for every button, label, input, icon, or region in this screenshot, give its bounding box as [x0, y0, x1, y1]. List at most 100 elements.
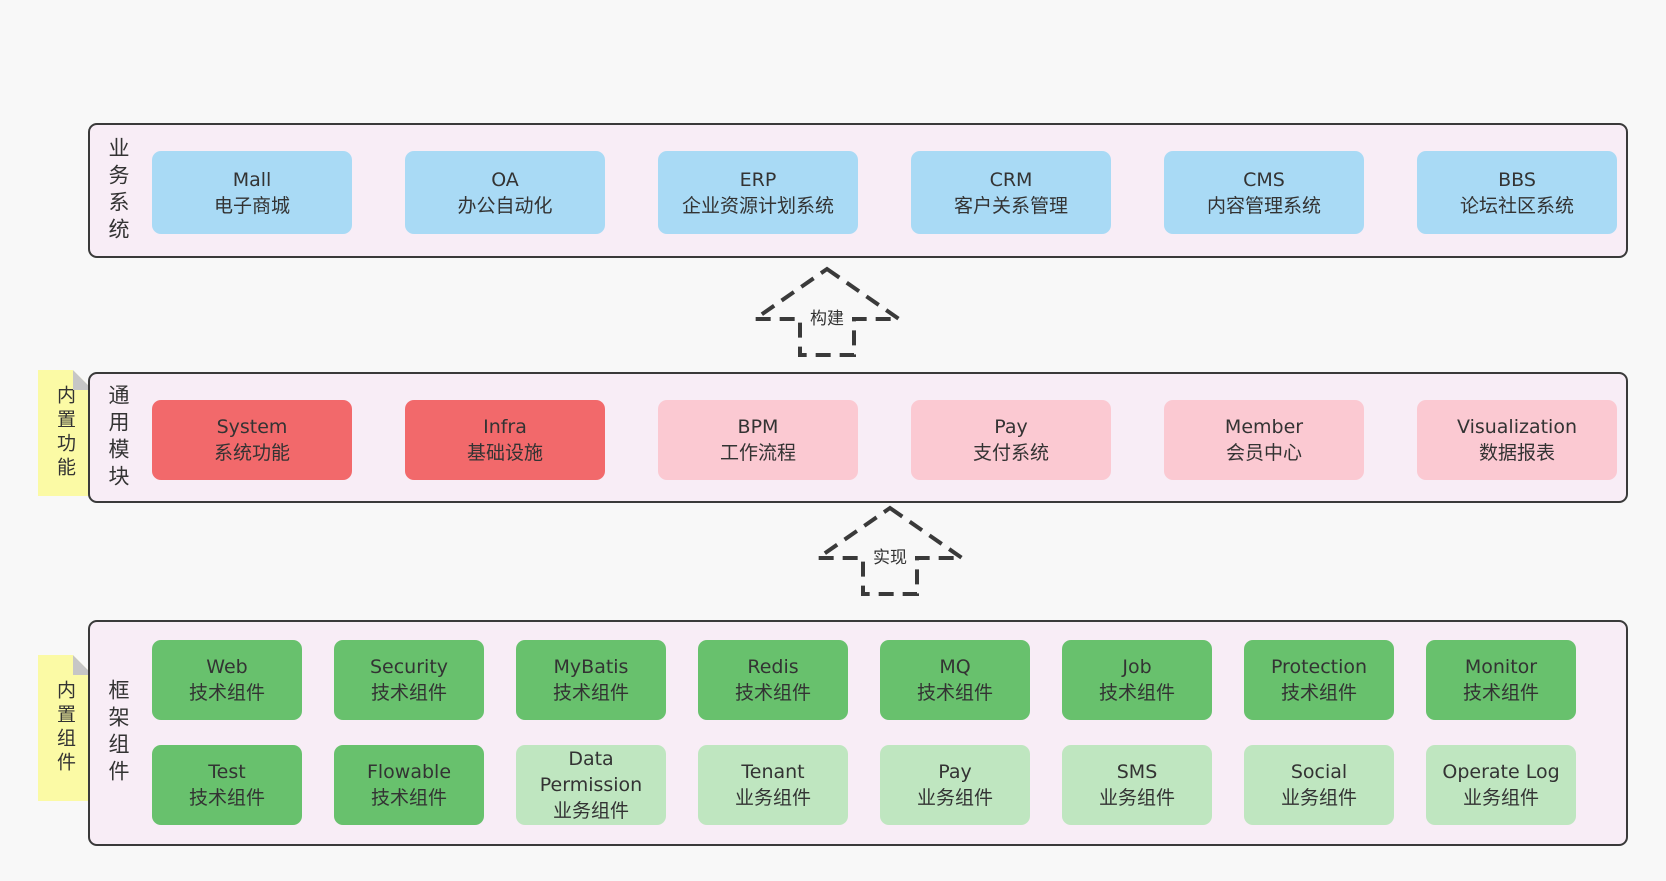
- implement-arrow: 实现: [815, 505, 965, 597]
- box-subtitle: 客户关系管理: [953, 194, 1068, 217]
- box-title: ERP: [739, 168, 777, 191]
- panel-common-modules: 通用模块 System 系统功能 Infra 基础设施 BPM 工作流程 Pay…: [88, 372, 1628, 503]
- box-subtitle: 论坛社区系统: [1459, 194, 1574, 217]
- box-title: Test: [208, 761, 246, 783]
- box-data-permission: Data Permission 业务组件: [516, 745, 666, 825]
- box-subtitle: 技术组件: [916, 682, 993, 704]
- box-subtitle: 业务组件: [1462, 787, 1539, 809]
- dashed-up-arrow-icon: [815, 505, 965, 596]
- box-subtitle: 技术组件: [1462, 682, 1539, 704]
- box-subtitle: 技术组件: [1280, 682, 1357, 704]
- box-subtitle: 支付系统: [972, 442, 1049, 464]
- sticky-note-builtin-features: 内置功能: [38, 370, 93, 496]
- components-box-row-2: Test 技术组件 Flowable 技术组件 Data Permission …: [152, 745, 1576, 825]
- box-bpm: BPM 工作流程: [658, 400, 858, 480]
- box-title: Tenant: [741, 761, 805, 783]
- box-title: MyBatis: [553, 656, 629, 678]
- box-title: Social: [1290, 761, 1348, 783]
- box-title: Operate Log: [1442, 761, 1560, 783]
- box-subtitle: 数据报表: [1478, 442, 1555, 464]
- box-subtitle: 业务组件: [1098, 787, 1175, 809]
- box-flowable: Flowable 技术组件: [334, 745, 484, 825]
- box-title: Visualization: [1456, 416, 1577, 438]
- box-subtitle: 技术组件: [370, 682, 447, 704]
- panel-framework-components: 框架组件 Web 技术组件 Security 技术组件 MyBatis 技术组件…: [88, 620, 1628, 846]
- panel-business-systems: 业务系统 Mall 电子商城 OA 办公自动化 ERP 企业资源计划系统 CRM…: [88, 123, 1628, 258]
- box-redis: Redis 技术组件: [698, 640, 848, 720]
- panel-modules-label: 通用模块: [106, 383, 130, 492]
- box-subtitle: 技术组件: [734, 682, 811, 704]
- panel-components-label: 框架组件: [106, 679, 130, 787]
- box-subtitle: 技术组件: [1098, 682, 1175, 704]
- box-title: BBS: [1498, 168, 1536, 191]
- box-mybatis: MyBatis 技术组件: [516, 640, 666, 720]
- box-title: System: [216, 416, 288, 438]
- box-pay-module: Pay 支付系统: [911, 400, 1111, 480]
- build-arrow: 构建: [752, 266, 902, 358]
- box-pay-component: Pay 业务组件: [880, 745, 1030, 825]
- box-title: Web: [206, 656, 248, 678]
- box-title: Data Permission: [539, 748, 643, 796]
- box-subtitle: 技术组件: [552, 682, 629, 704]
- box-subtitle: 企业资源计划系统: [681, 194, 834, 217]
- box-subtitle: 内容管理系统: [1206, 194, 1321, 217]
- box-mq: MQ 技术组件: [880, 640, 1030, 720]
- box-subtitle: 技术组件: [188, 682, 265, 704]
- business-box-row: Mall 电子商城 OA 办公自动化 ERP 企业资源计划系统 CRM 客户关系…: [152, 151, 1617, 234]
- box-bbs: BBS 论坛社区系统: [1417, 151, 1617, 234]
- box-cms: CMS 内容管理系统: [1164, 151, 1364, 234]
- box-title: MQ: [939, 656, 971, 678]
- panel-business-label: 业务系统: [106, 136, 130, 245]
- box-title: Flowable: [366, 761, 452, 783]
- components-box-row-1: Web 技术组件 Security 技术组件 MyBatis 技术组件 Redi…: [152, 640, 1576, 720]
- box-title: Monitor: [1464, 656, 1538, 678]
- box-sms: SMS 业务组件: [1062, 745, 1212, 825]
- box-job: Job 技术组件: [1062, 640, 1212, 720]
- box-subtitle: 电子商城: [213, 194, 290, 217]
- box-system: System 系统功能: [152, 400, 352, 480]
- box-title: Security: [369, 656, 449, 678]
- box-title: CMS: [1243, 168, 1285, 191]
- build-arrow-label: 构建: [805, 302, 849, 332]
- box-subtitle: 业务组件: [1280, 787, 1357, 809]
- box-test: Test 技术组件: [152, 745, 302, 825]
- sticky-note-builtin-components: 内置组件: [38, 655, 93, 801]
- box-subtitle: 技术组件: [370, 787, 447, 809]
- box-subtitle: 业务组件: [916, 787, 993, 809]
- box-subtitle: 系统功能: [213, 442, 290, 464]
- box-title: Pay: [994, 416, 1028, 438]
- box-title: Mall: [232, 168, 272, 191]
- box-title: SMS: [1116, 761, 1158, 783]
- box-visualization: Visualization 数据报表: [1417, 400, 1617, 480]
- box-title: Member: [1224, 416, 1304, 438]
- box-title: OA: [491, 168, 519, 191]
- box-subtitle: 业务组件: [552, 800, 629, 822]
- box-title: Job: [1122, 656, 1152, 678]
- sticky-note-text: 内置组件: [54, 680, 76, 776]
- box-member: Member 会员中心: [1164, 400, 1364, 480]
- box-title: CRM: [989, 168, 1033, 191]
- box-subtitle: 会员中心: [1225, 442, 1302, 464]
- box-web: Web 技术组件: [152, 640, 302, 720]
- implement-arrow-label: 实现: [868, 541, 912, 571]
- sticky-note-text: 内置功能: [54, 385, 76, 481]
- box-security: Security 技术组件: [334, 640, 484, 720]
- box-subtitle: 技术组件: [188, 787, 265, 809]
- box-oa: OA 办公自动化: [405, 151, 605, 234]
- box-mall: Mall 电子商城: [152, 151, 352, 234]
- box-crm: CRM 客户关系管理: [911, 151, 1111, 234]
- box-subtitle: 办公自动化: [457, 194, 553, 217]
- box-monitor: Monitor 技术组件: [1426, 640, 1576, 720]
- box-erp: ERP 企业资源计划系统: [658, 151, 858, 234]
- box-protection: Protection 技术组件: [1244, 640, 1394, 720]
- dashed-up-arrow-icon: [752, 266, 902, 357]
- modules-box-row: System 系统功能 Infra 基础设施 BPM 工作流程 Pay 支付系统…: [152, 400, 1617, 480]
- box-subtitle: 业务组件: [734, 787, 811, 809]
- box-tenant: Tenant 业务组件: [698, 745, 848, 825]
- box-title: BPM: [737, 416, 779, 438]
- box-title: Pay: [938, 761, 972, 783]
- box-infra: Infra 基础设施: [405, 400, 605, 480]
- box-title: Redis: [747, 656, 799, 678]
- box-subtitle: 基础设施: [466, 442, 543, 464]
